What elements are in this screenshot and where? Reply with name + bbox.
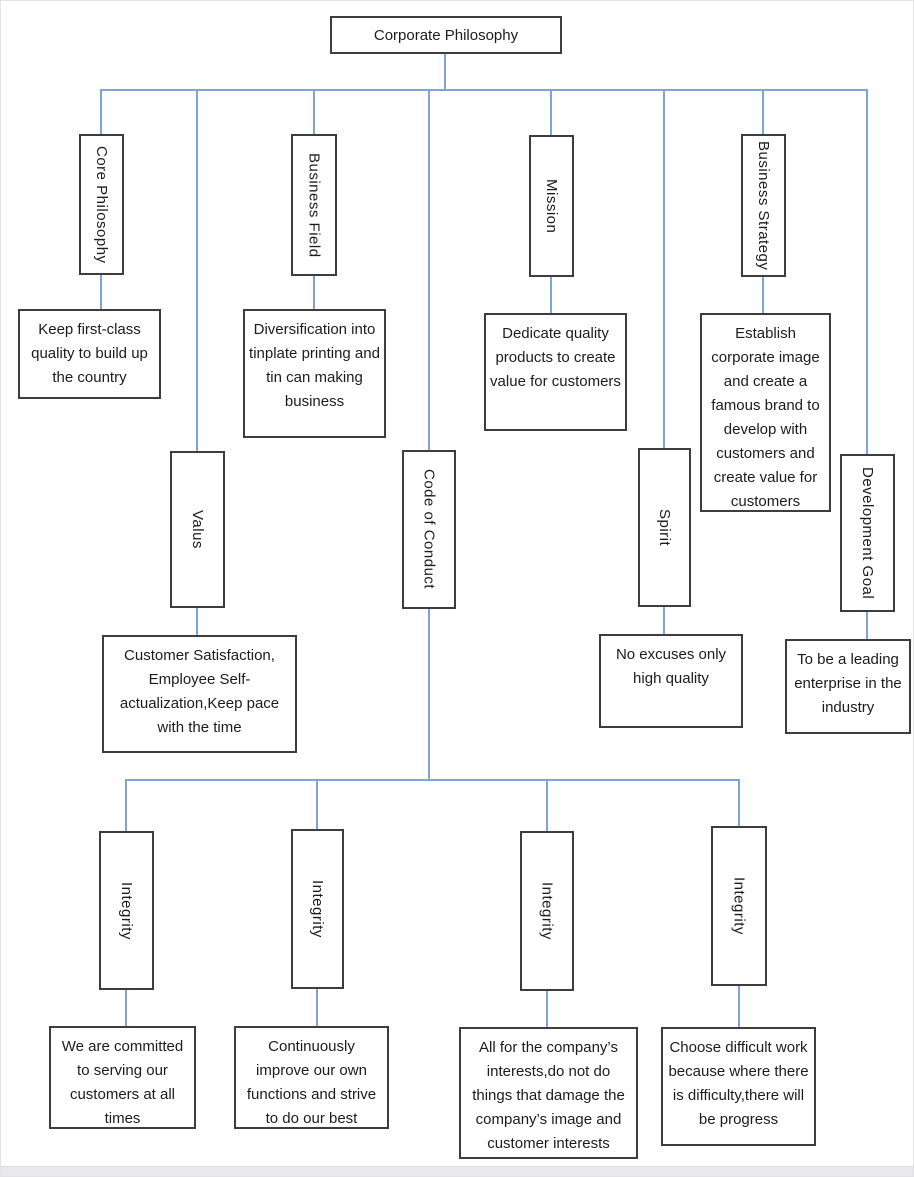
connector-integrity3-to-desc <box>546 991 548 1027</box>
node-mission: Mission <box>529 135 574 277</box>
connector-conduct-drop <box>428 609 430 779</box>
node-corporate-philosophy: Corporate Philosophy <box>330 16 562 54</box>
desc-integrity-2: Continuously improve our own functions a… <box>234 1026 389 1129</box>
node-integrity-1: Integrity <box>99 831 154 990</box>
connector-level1-bus <box>100 89 868 91</box>
connector-drop-code-of-conduct <box>428 89 430 450</box>
desc-text: Establish corporate image and create a f… <box>711 325 820 510</box>
connector-drop-integrity-2 <box>316 779 318 829</box>
desc-business-field: Diversification into tinplate printing a… <box>243 309 386 438</box>
node-label: Integrity <box>118 881 135 940</box>
node-label: Valus <box>189 510 206 549</box>
node-label: Core Philosophy <box>93 145 110 264</box>
connector-devgoal-to-desc <box>866 612 868 639</box>
desc-text: Keep first-class quality to build up the… <box>31 321 148 386</box>
desc-core-philosophy: Keep first-class quality to build up the… <box>18 309 161 399</box>
desc-text: Continuously improve our own functions a… <box>246 1038 377 1127</box>
connector-valus-to-desc <box>196 608 198 635</box>
node-label: Integrity <box>538 882 556 940</box>
desc-mission: Dedicate quality products to create valu… <box>484 313 627 431</box>
node-valus: Valus <box>170 451 225 608</box>
desc-text: Diversification into tinplate printing a… <box>249 321 380 410</box>
connector-drop-mission <box>550 89 552 135</box>
node-integrity-2: Integrity <box>291 829 344 989</box>
connector-integrity1-to-desc <box>125 990 127 1026</box>
page-bottom-edge <box>1 1166 913 1176</box>
desc-text: Choose difficult work because where ther… <box>668 1039 809 1128</box>
connector-root-drop <box>444 54 446 89</box>
desc-text: Customer Satisfaction, Employee Self-act… <box>119 647 280 736</box>
connector-drop-integrity-1 <box>125 779 127 831</box>
desc-integrity-3: All for the company’s interests,do not d… <box>459 1027 638 1159</box>
desc-development-goal: To be a leading enterprise in the indust… <box>785 639 911 734</box>
desc-spirit: No excuses only high quality <box>599 634 743 728</box>
node-label: Business Strategy <box>755 140 772 271</box>
node-label: Integrity <box>730 877 748 935</box>
connector-drop-development-goal <box>866 89 868 454</box>
desc-text: No excuses only high quality <box>615 646 727 687</box>
connector-mission-to-desc <box>550 277 552 313</box>
node-label: Integrity <box>309 880 326 938</box>
desc-text: All for the company’s interests,do not d… <box>472 1039 625 1152</box>
node-integrity-4: Integrity <box>711 826 767 986</box>
connector-drop-business-strategy <box>762 89 764 134</box>
node-label: Development Goal <box>859 466 876 600</box>
node-core-philosophy: Core Philosophy <box>79 134 124 275</box>
node-spirit: Spirit <box>638 448 691 607</box>
connector-drop-integrity-3 <box>546 779 548 831</box>
desc-valus: Customer Satisfaction, Employee Self-act… <box>102 635 297 753</box>
node-integrity-3: Integrity <box>520 831 574 991</box>
connector-spirit-to-desc <box>663 607 665 634</box>
desc-integrity-4: Choose difficult work because where ther… <box>661 1027 816 1146</box>
desc-business-strategy: Establish corporate image and create a f… <box>700 313 831 512</box>
node-label: Corporate Philosophy <box>373 26 519 44</box>
desc-text: To be a leading enterprise in the indust… <box>794 651 902 716</box>
connector-field-to-desc <box>313 276 315 309</box>
connector-drop-integrity-4 <box>738 779 740 826</box>
desc-text: We are committed to serving our customer… <box>61 1038 184 1127</box>
node-label: Spirit <box>656 508 673 547</box>
node-label: Mission <box>543 178 560 234</box>
node-label: Code of Conduct <box>420 469 438 590</box>
node-development-goal: Development Goal <box>840 454 895 612</box>
node-business-strategy: Business Strategy <box>741 134 786 277</box>
connector-drop-spirit <box>663 89 665 448</box>
connector-integrity4-to-desc <box>738 986 740 1027</box>
connector-drop-core-philosophy <box>100 89 102 134</box>
node-label: Business Field <box>305 152 323 258</box>
connector-strategy-to-desc <box>762 277 764 313</box>
connector-integrity2-to-desc <box>316 989 318 1026</box>
connector-core-to-desc <box>100 275 102 309</box>
desc-integrity-1: We are committed to serving our customer… <box>49 1026 196 1129</box>
connector-drop-business-field <box>313 89 315 134</box>
desc-text: Dedicate quality products to create valu… <box>490 325 621 390</box>
node-code-of-conduct: Code of Conduct <box>402 450 456 609</box>
connector-drop-valus <box>196 89 198 451</box>
connector-level2-bus <box>125 779 740 781</box>
node-business-field: Business Field <box>291 134 337 276</box>
